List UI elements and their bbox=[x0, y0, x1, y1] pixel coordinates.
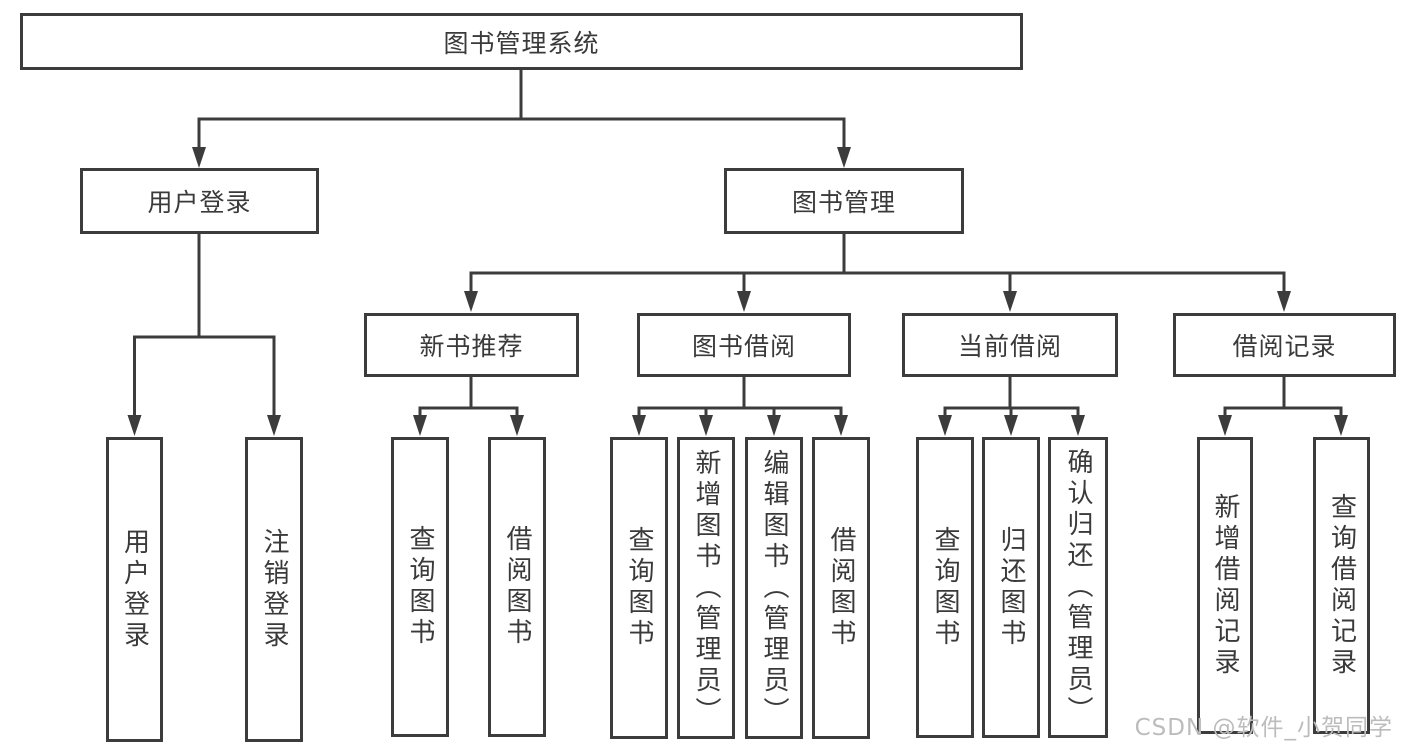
node-library-system: 图书管理系统 bbox=[20, 13, 1023, 70]
node-label: 查询图书 bbox=[930, 525, 960, 650]
node-query-books-current: 查询图书 bbox=[916, 437, 974, 738]
node-label: 图书借阅 bbox=[691, 332, 796, 361]
node-query-books-recommendation: 查询图书 bbox=[391, 437, 449, 737]
node-user-login-action: 用户登录 bbox=[106, 437, 163, 742]
node-borrow-books-borrowing: 借阅图书 bbox=[812, 437, 870, 739]
node-label: 查询图书 bbox=[405, 525, 435, 649]
node-label: 当前借阅 bbox=[957, 332, 1062, 361]
node-user-login: 用户登录 bbox=[80, 168, 319, 234]
node-confirm-return-admin: 确认归还（管理员） bbox=[1048, 437, 1108, 738]
node-current-borrowing: 当前借阅 bbox=[902, 313, 1118, 377]
node-label: 归还图书 bbox=[996, 525, 1026, 650]
node-label: 新增图书（管理员） bbox=[691, 448, 721, 728]
node-label: 查询图书 bbox=[624, 526, 654, 650]
node-label: 借阅图书 bbox=[826, 526, 856, 650]
node-book-management: 图书管理 bbox=[724, 168, 964, 234]
node-label: 图书管理 bbox=[791, 188, 896, 217]
node-return-books: 归还图书 bbox=[982, 437, 1040, 738]
node-label: 编辑图书（管理员） bbox=[759, 448, 789, 728]
node-add-books-admin: 新增图书（管理员） bbox=[677, 437, 735, 739]
node-label: 新增借阅记录 bbox=[1210, 492, 1240, 679]
node-logout-action: 注销登录 bbox=[245, 437, 303, 742]
watermark: CSDN @软件_小贺同学 bbox=[1134, 715, 1393, 741]
node-borrow-books-recommendation: 借阅图书 bbox=[488, 437, 546, 737]
node-label: 图书管理系统 bbox=[443, 28, 600, 58]
node-edit-books-admin: 编辑图书（管理员） bbox=[745, 437, 803, 739]
node-label: 借阅记录 bbox=[1232, 332, 1337, 361]
node-book-borrowing: 图书借阅 bbox=[637, 313, 851, 377]
node-label: 新书推荐 bbox=[419, 332, 524, 361]
node-label: 注销登录 bbox=[259, 527, 289, 652]
node-query-borrowing-record: 查询借阅记录 bbox=[1313, 437, 1370, 734]
node-new-book-recommendation: 新书推荐 bbox=[364, 313, 579, 377]
node-label: 用户登录 bbox=[147, 188, 252, 217]
node-label: 借阅图书 bbox=[502, 525, 532, 649]
node-add-borrowing-record: 新增借阅记录 bbox=[1197, 437, 1253, 734]
node-label: 查询借阅记录 bbox=[1326, 492, 1357, 679]
node-query-books-borrowing: 查询图书 bbox=[610, 437, 668, 739]
node-label: 确认归还（管理员） bbox=[1063, 448, 1093, 727]
node-borrowing-records: 借阅记录 bbox=[1173, 313, 1396, 377]
node-label: 用户登录 bbox=[119, 527, 150, 652]
